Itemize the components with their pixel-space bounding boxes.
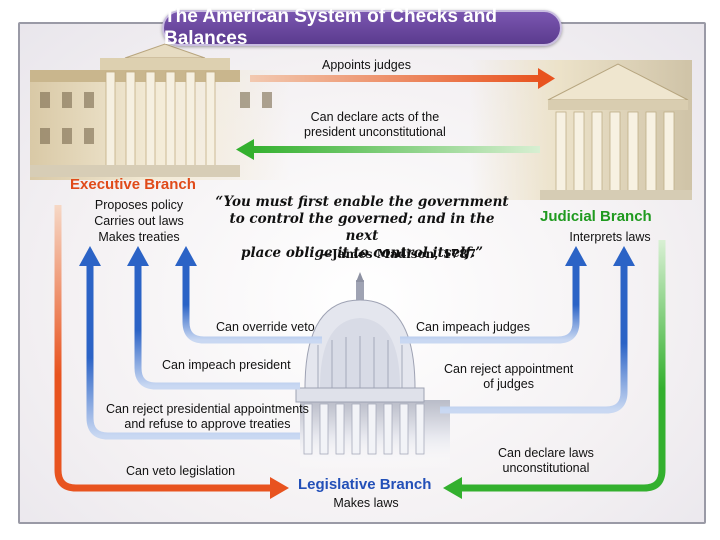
label-line: Can reject appointment [444, 362, 574, 376]
label-override-veto: Can override veto [216, 320, 315, 334]
label-line: Can reject presidential appointments [106, 402, 309, 416]
label-line: and refuse to approve treaties [124, 417, 291, 431]
judicial-duties: Interprets laws [550, 229, 670, 245]
arrow-appoints-judges [250, 68, 555, 89]
label-reject-judges: Can reject appointment of judges [444, 362, 573, 392]
quote-line: “You must first enable the government [215, 194, 509, 210]
label-impeach-president: Can impeach president [162, 358, 291, 372]
label-line: unconstitutional [502, 461, 590, 475]
legislative-duty: Makes laws [333, 496, 399, 510]
label-declare-acts: Can declare acts of the president uncons… [304, 110, 446, 140]
label-line: of judges [483, 377, 534, 391]
label-appoints-judges: Appoints judges [322, 58, 411, 72]
executive-duty: Carries out laws [94, 214, 184, 228]
capitol-icon [295, 272, 450, 470]
arrow-veto-legislation [54, 205, 289, 499]
arrow-declare-laws [443, 240, 666, 499]
quote-line: to control the governed; and in the next [229, 211, 495, 244]
label-line: Can declare acts of the [310, 110, 440, 124]
quote-attribution: —James Madison, 1787 [320, 247, 476, 261]
label-line: Can declare laws [498, 446, 594, 460]
diagram-title: The American System of Checks and Balanc… [162, 6, 562, 49]
label-impeach-judges: Can impeach judges [416, 320, 530, 334]
madison-quote: “You must first enable the government to… [212, 194, 512, 262]
label-line: president unconstitutional [304, 125, 446, 139]
judicial-branch-title: Judicial Branch [540, 208, 652, 225]
white-house-icon [30, 43, 290, 180]
executive-branch-title: Executive Branch [70, 176, 196, 193]
executive-duties: Proposes policy Carries out laws Makes t… [84, 197, 194, 245]
judicial-duty: Interprets laws [569, 230, 651, 244]
executive-duty: Proposes policy [94, 198, 184, 212]
arrow-impeach-president [127, 246, 300, 390]
arrow-impeach-judges [400, 246, 587, 344]
arrow-reject-judges [440, 246, 635, 414]
arrow-override-veto [175, 246, 322, 344]
label-veto-legislation: Can veto legislation [126, 464, 236, 478]
legislative-duties: Makes laws [316, 495, 416, 511]
arrow-declare-acts [236, 139, 540, 160]
arrow-reject-appointments [79, 246, 300, 440]
label-reject-appointments: Can reject presidential appointments and… [106, 402, 309, 432]
executive-duty: Makes treaties [98, 230, 180, 244]
legislative-branch-title: Legislative Branch [298, 476, 432, 493]
quote-line: place oblige it to control itself.” [241, 245, 483, 261]
label-declare-laws: Can declare laws unconstitutional [498, 446, 594, 476]
supreme-court-icon [470, 60, 692, 200]
